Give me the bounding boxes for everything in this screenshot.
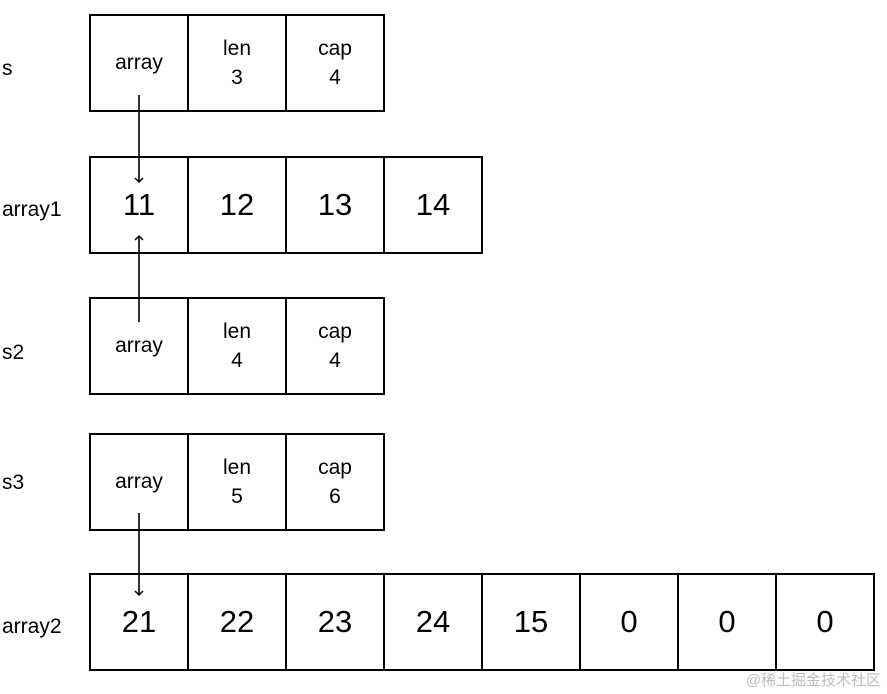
field-len: len 4	[187, 297, 287, 395]
array-cell: 0	[775, 573, 875, 671]
array1-cells: 11 12 13 14	[89, 156, 483, 254]
label-array1: array1	[2, 198, 62, 221]
label-s2: s2	[2, 341, 25, 364]
field-len: len 5	[187, 433, 287, 531]
field-cap: cap 6	[285, 433, 385, 531]
field-value: 4	[329, 66, 341, 89]
array-cell: 23	[285, 573, 385, 671]
field-value: 3	[231, 66, 243, 89]
field-name: array	[115, 51, 163, 75]
slice-header-s3: array len 5 cap 6	[89, 433, 385, 531]
field-name: array	[115, 334, 163, 358]
field-name: cap	[318, 455, 352, 479]
field-cap: cap 4	[285, 14, 385, 112]
field-value: 4	[329, 349, 341, 372]
field-name: cap	[318, 36, 352, 60]
field-value: 6	[329, 485, 341, 508]
field-value: 4	[231, 349, 243, 372]
slice-header-s: array len 3 cap 4	[89, 14, 385, 112]
array-cell: 24	[383, 573, 483, 671]
field-name: array	[115, 470, 163, 494]
watermark: @稀土掘金技术社区	[745, 672, 881, 689]
label-array2: array2	[2, 615, 62, 638]
field-name: cap	[318, 319, 352, 343]
array-cell: 13	[285, 156, 385, 254]
field-value: 5	[231, 485, 243, 508]
array2-cells: 21 22 23 24 15 0 0 0	[89, 573, 875, 671]
label-s3: s3	[2, 471, 25, 494]
field-name: len	[222, 319, 252, 343]
field-cap: cap 4	[285, 297, 385, 395]
array-cell: 14	[383, 156, 483, 254]
field-name: len	[222, 455, 252, 479]
field-name: len	[222, 36, 252, 60]
array-cell: 15	[481, 573, 581, 671]
label-s: s	[2, 57, 13, 80]
